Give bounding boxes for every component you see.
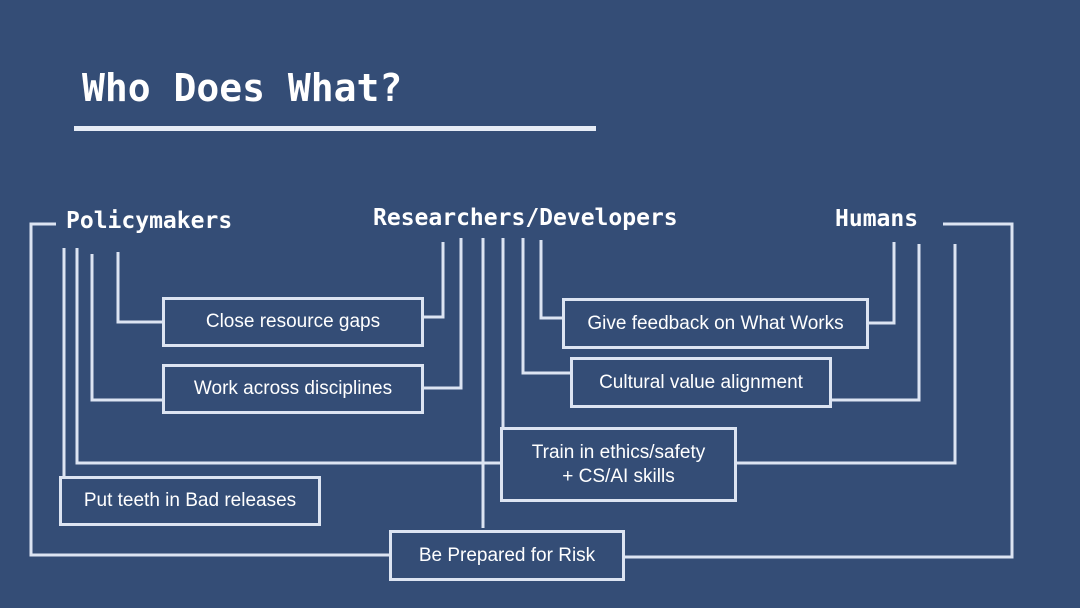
box-work-across-disciplines-label: Work across disciplines: [193, 378, 393, 399]
title-underline: [74, 126, 596, 131]
connector-policymakers-train: [75, 248, 501, 465]
actor-humans: Humans: [835, 206, 919, 232]
slide-title: Who Does What?: [82, 66, 403, 110]
connector-researchers-feedback: [539, 240, 563, 320]
box-train-label-line1: Train in ethics/safety: [531, 441, 706, 463]
box-train-in-ethics-safety: Train in ethics/safety + CS/AI skills: [500, 427, 737, 502]
box-put-teeth-in-bad-releases: Put teeth in Bad releases: [59, 476, 321, 526]
connector-researchers-cultural: [521, 238, 571, 375]
box-train-label-line2: + CS/AI skills: [562, 465, 675, 487]
connector-humans-cultural: [831, 244, 921, 402]
connector-researchers-close-gaps: [422, 242, 445, 319]
box-close-resource-gaps: Close resource gaps: [162, 297, 424, 347]
connector-researchers-work-across: [422, 238, 463, 390]
connector-policymakers-close-gaps: [116, 252, 163, 324]
connector-humans-train: [735, 244, 957, 465]
box-give-feedback-label: Give feedback on What Works: [587, 312, 844, 334]
box-close-resource-gaps-label: Close resource gaps: [205, 311, 381, 332]
box-cultural-alignment-label: Cultural value alignment: [599, 371, 803, 393]
box-be-prepared-for-risk: Be Prepared for Risk: [389, 530, 625, 581]
connector-humans-be-prepared: [623, 222, 1014, 559]
box-give-feedback: Give feedback on What Works: [562, 298, 869, 349]
box-cultural-value-alignment: Cultural value alignment: [570, 357, 832, 408]
box-be-prepared-label: Be Prepared for Risk: [418, 544, 596, 566]
connector-policymakers-put-teeth: [61, 248, 66, 502]
connector-humans-feedback: [867, 242, 896, 325]
actor-policymakers: Policymakers: [66, 208, 233, 234]
connector-policymakers-be-prepared: [29, 222, 390, 557]
box-put-teeth-label: Put teeth in Bad releases: [83, 490, 297, 511]
box-work-across-disciplines: Work across disciplines: [162, 364, 424, 414]
connector-policymakers-work-across: [90, 254, 163, 402]
actor-researchers-developers: Researchers/Developers: [373, 205, 678, 231]
